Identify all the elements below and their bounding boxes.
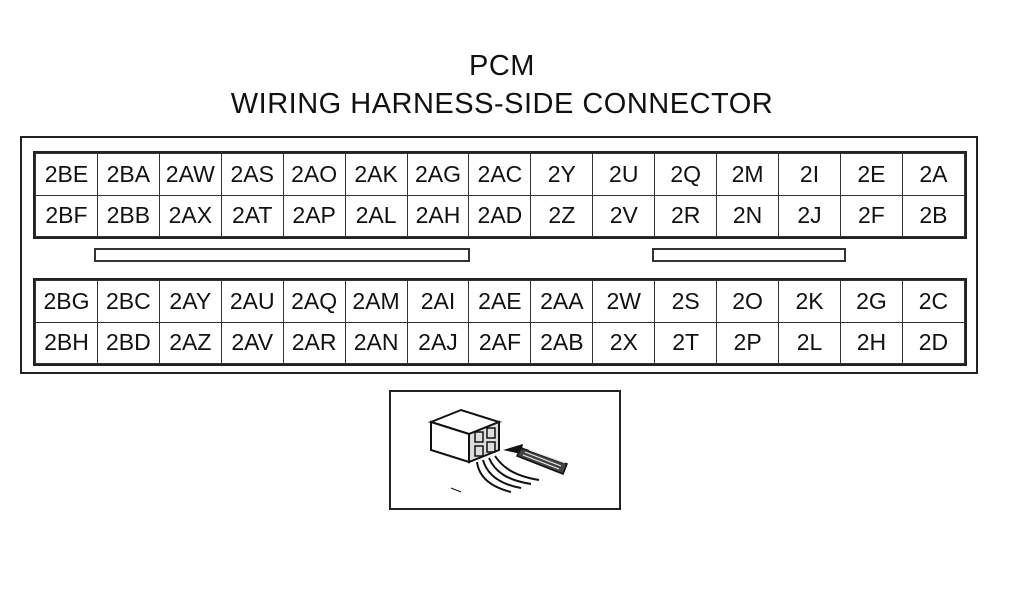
pin-label: 2L [778, 321, 841, 364]
pin-label: 2BG [35, 280, 98, 323]
pin-label: 2AA [530, 280, 594, 323]
pin-label: 2AU [220, 280, 284, 323]
pin-label: 2AE [468, 280, 532, 323]
pin-label: 2V [592, 194, 656, 237]
pin-label: 2I [778, 153, 841, 196]
pin-label: 2Y [530, 153, 594, 196]
pin-label: 2AV [220, 321, 284, 364]
pin-label: 2AF [468, 321, 532, 364]
pin-label: 2F [839, 194, 903, 237]
pin-label: 2AW [158, 153, 222, 196]
pin-label: 2Z [530, 194, 594, 237]
pin-label: 2AR [282, 321, 346, 364]
pin-label: 2P [716, 321, 780, 364]
title-pcm: PCM [469, 50, 535, 82]
pin-label: 2U [592, 153, 656, 196]
pin-label: 2K [778, 280, 841, 323]
pin-label: 2H [839, 321, 903, 364]
pin-label: 2BE [35, 153, 98, 196]
pin-label: 2C [901, 280, 966, 323]
pin-label: 2AY [158, 280, 222, 323]
pin-label: 2AX [158, 194, 222, 237]
pin-label: 2BA [96, 153, 160, 196]
pin-label: 2AO [282, 153, 346, 196]
key-slot-left [94, 248, 470, 262]
pin-label: 2AD [468, 194, 532, 237]
pin-label: 2BC [96, 280, 160, 323]
pin-label: 2AQ [282, 280, 346, 323]
pin-label: 2AT [220, 194, 284, 237]
pin-label: 2AL [344, 194, 408, 237]
pin-label: 2E [839, 153, 903, 196]
pin-label: 2R [654, 194, 718, 237]
connector-probe-inset [389, 390, 621, 510]
connector-with-probe-icon [428, 408, 568, 493]
pin-label: 2AM [344, 280, 408, 323]
pin-label: 2AK [344, 153, 408, 196]
pin-label: 2G [839, 280, 903, 323]
pin-label: 2BH [35, 321, 98, 364]
pin-label: 2AZ [158, 321, 222, 364]
pin-label: 2N [716, 194, 780, 237]
pin-label: 2BF [35, 194, 98, 237]
pin-label: 2Q [654, 153, 718, 196]
key-slot-right [652, 248, 846, 262]
pin-label: 2AC [468, 153, 532, 196]
pin-label: 2AP [282, 194, 346, 237]
pin-label: 2AN [344, 321, 408, 364]
pin-label: 2AI [406, 280, 470, 323]
pin-label: 2AJ [406, 321, 470, 364]
pin-label: 2B [901, 194, 966, 237]
pin-label: 2AS [220, 153, 284, 196]
pin-label: 2M [716, 153, 780, 196]
pin-label: 2BD [96, 321, 160, 364]
pin-label: 2W [592, 280, 656, 323]
title-connector: WIRING HARNESS-SIDE CONNECTOR [230, 88, 774, 120]
pin-label: 2S [654, 280, 718, 323]
pin-label: 2AB [530, 321, 594, 364]
pin-label: 2A [901, 153, 966, 196]
pin-label: 2X [592, 321, 656, 364]
pin-label: 2BB [96, 194, 160, 237]
pin-label: 2T [654, 321, 718, 364]
pin-label: 2AG [406, 153, 470, 196]
pin-label: 2O [716, 280, 780, 323]
pin-label: 2AH [406, 194, 470, 237]
pin-label: 2J [778, 194, 841, 237]
pin-label: 2D [901, 321, 966, 364]
